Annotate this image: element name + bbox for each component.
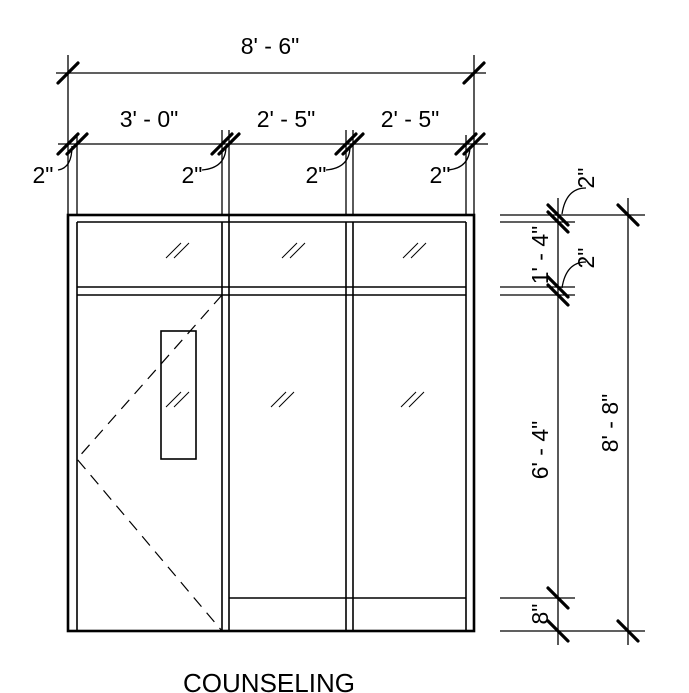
panel-width-2-label: 2' - 5" — [381, 106, 440, 132]
transom-bar-label: 2" — [573, 248, 599, 269]
door-leaf — [76, 294, 223, 632]
storefront-frame — [66, 213, 476, 633]
mullion-4-label: 2" — [430, 162, 451, 188]
sill-height-label: 8" — [527, 604, 553, 625]
door-width-label: 3' - 0" — [120, 106, 179, 132]
overall-height-label: 8' - 8" — [597, 394, 623, 453]
vertical-dimensions — [500, 187, 645, 645]
transom-height-label: 1' - 4" — [527, 226, 553, 285]
door-swing-indicator — [76, 294, 223, 632]
door-height-label: 6' - 4" — [527, 421, 553, 480]
horizontal-dimensions — [56, 55, 488, 215]
mullion-2-label: 2" — [182, 162, 203, 188]
mullion-3-label: 2" — [306, 162, 327, 188]
panel-width-1-label: 2' - 5" — [257, 106, 316, 132]
door-vision-lite — [160, 330, 197, 460]
overall-width-label: 8' - 6" — [241, 33, 300, 59]
mullion-1-label: 2" — [33, 162, 54, 188]
head-frame-label: 2" — [573, 168, 599, 189]
glass-marks — [165, 242, 427, 408]
elevation-caption: COUNSELING — [183, 668, 355, 693]
